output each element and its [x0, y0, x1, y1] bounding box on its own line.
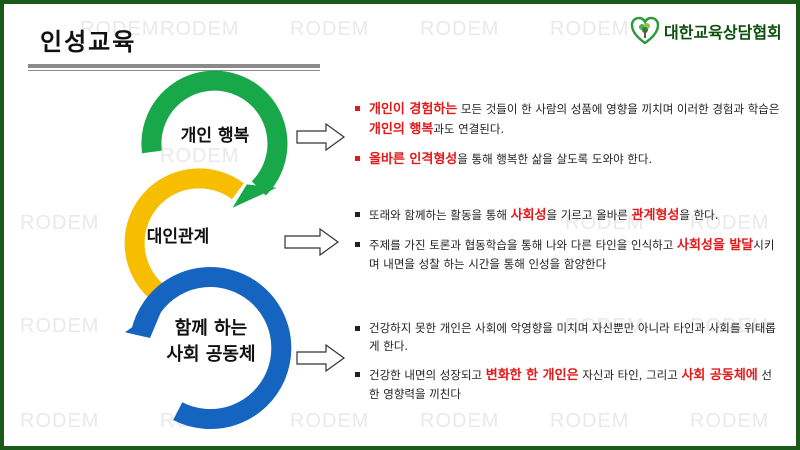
highlight-text: 사회성	[510, 208, 547, 223]
bullet-item: 건강하지 못한 개인은 사회에 악영향을 미치며 자신뿐만 아니라 타인과 사회…	[355, 320, 780, 356]
watermark-text: RODEM	[690, 212, 770, 234]
bullet-text: 자신과 타인, 그리고	[578, 367, 682, 382]
bullet-text: 건강하지 못한 개인은 사회에 악영향을 미치며 자신뿐만 아니라 타인과 사회…	[369, 321, 776, 353]
green-arrowhead	[232, 184, 277, 208]
bullet-text: 선한 영향력을 끼친다	[369, 367, 773, 401]
title-underline	[28, 64, 320, 68]
label-interpersonal: 대인관계	[146, 227, 210, 247]
watermark-text: RODEM	[550, 18, 630, 40]
bullet-text: 을 한다.	[679, 208, 719, 222]
bullet-text: 시키며 내면을 성찰 하는 시간을 통해 인성을 함양한다	[369, 238, 775, 272]
watermark-text: RODEM	[550, 410, 630, 432]
page-title: 인성교육	[40, 28, 137, 56]
bullet-text: 을 통해 행복한 삶을 살도록 도와야 한다.	[457, 152, 653, 167]
highlight-text: 변화한 한 개인은	[485, 367, 579, 383]
bullet-item: 주제를 가진 토론과 협동학습을 통해 나와 다른 타인을 인식하고 사회성을 …	[355, 236, 785, 274]
watermark-text: RODEM	[690, 315, 770, 337]
logo: 대한교육상담협회	[630, 16, 782, 46]
blue-ring-arc	[131, 267, 292, 430]
right-arrow-icon	[296, 123, 346, 151]
highlight-text: 올바른 인격형성	[369, 152, 458, 168]
yellow-ring-arc	[124, 168, 244, 303]
bullet-text: 과도 연결된다.	[433, 122, 505, 137]
label-personal-happiness: 개인 행복	[180, 126, 250, 146]
watermark-text: RODEM	[20, 212, 100, 234]
highlight-text: 개인의 행복	[369, 122, 434, 138]
bullet-text: 건강한 내면의 성장되고	[369, 367, 486, 382]
green-ring-arc	[141, 70, 288, 196]
bullet-text: 주제를 가진 토론과 협동학습을 통해 나와 다른 타인을 인식하고	[369, 238, 677, 253]
bullet-text: 을 기르고 올바른	[546, 208, 632, 222]
bullet-item: 올바른 인격형성을 통해 행복한 삶을 살도록 도와야 한다.	[355, 150, 780, 170]
highlight-text: 개인이 경험하는	[369, 102, 458, 117]
right-arrow-icon	[296, 344, 346, 372]
highlight-text: 사회성을 발달	[676, 238, 754, 254]
heart-tree-logo-icon	[630, 16, 660, 45]
watermark-text: RODEM	[290, 18, 370, 40]
title-underline-thin	[28, 70, 320, 71]
watermark-text: RODEM	[20, 315, 100, 337]
watermark-text: RODEM	[690, 410, 770, 432]
watermark-text: RODEM	[420, 410, 500, 432]
watermark-text: RODEM	[80, 18, 160, 40]
watermark-text: RODEM	[160, 145, 240, 167]
highlight-text: 관계형성	[631, 208, 680, 223]
bullet-text: 또래와 함께하는 활동을 통해	[369, 208, 511, 222]
bullet-item: 개인이 경험하는 모든 것들이 한 사람의 성품에 영향을 끼치며 이러한 경험…	[355, 100, 780, 140]
logo-text: 대한교육상담협회	[664, 23, 782, 42]
bullet-item: 또래와 함께하는 활동을 통해 사회성을 기르고 올바른 관계형성을 한다.	[355, 206, 785, 226]
watermark-text: RODEM	[290, 410, 370, 432]
watermark-text: RODEM	[565, 315, 645, 337]
bullets-interpersonal: 또래와 함께하는 활동을 통해 사회성을 기르고 올바른 관계형성을 한다. 주제…	[355, 206, 785, 284]
bullets-community: 건강하지 못한 개인은 사회에 악영향을 미치며 자신뿐만 아니라 타인과 사회…	[355, 320, 780, 414]
watermark-text: RODEM	[420, 18, 500, 40]
watermark-text: RODEM	[20, 410, 100, 432]
label-community: 함께 하는 사회 공동체	[166, 318, 256, 365]
highlight-text: 사회 공동체에	[681, 367, 758, 383]
watermark-text: RODEM	[160, 18, 240, 40]
right-arrow-icon	[284, 228, 340, 256]
bullet-item: 건강한 내면의 성장되고 변화한 한 개인은 자신과 타인, 그리고 사회 공동…	[355, 366, 780, 404]
bullets-personal-happiness: 개인이 경험하는 모든 것들이 한 사람의 성품에 영향을 끼치며 이러한 경험…	[355, 100, 780, 180]
blue-arrowhead	[125, 303, 165, 338]
watermark-text: RODEM	[565, 212, 645, 234]
bullet-text: 모든 것들이 한 사람의 성품에 영향을 끼치며 이러한 경험과 학습은	[457, 102, 780, 116]
